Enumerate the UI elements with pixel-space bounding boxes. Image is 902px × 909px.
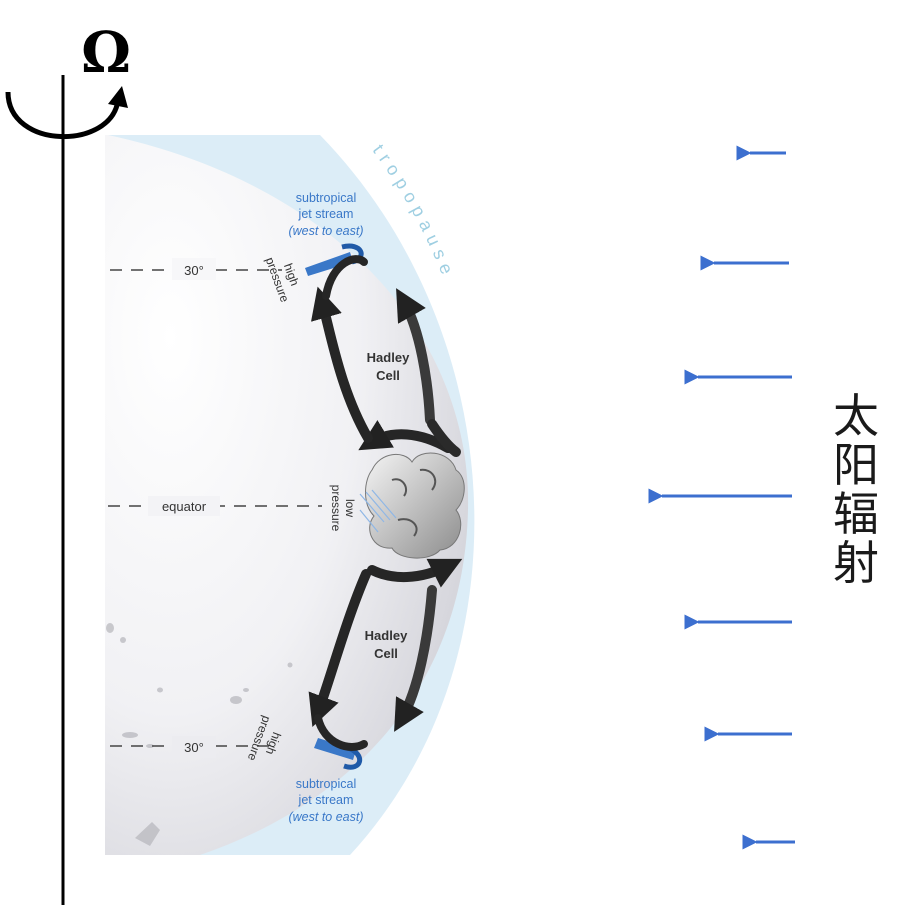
solar-char-3: 辐: [833, 487, 879, 541]
svg-text:pressure: pressure: [329, 485, 343, 532]
latitude-30s-label: 30°: [184, 740, 204, 755]
earth-globe: [105, 135, 469, 855]
jet-stream-north-label: subtropical jet stream (west to east): [288, 191, 363, 238]
equator-label: equator: [162, 499, 207, 514]
svg-text:jet stream: jet stream: [298, 793, 354, 807]
curved-rotation-arrow-icon: [5, 86, 128, 140]
high-pressure-north-label: high pressure: [263, 255, 302, 304]
svg-text:Hadley: Hadley: [367, 350, 410, 365]
svg-text:Cell: Cell: [376, 368, 400, 383]
hadley-cell-south-loop: [308, 558, 463, 751]
svg-text:(west to east): (west to east): [288, 224, 363, 238]
solar-char-2: 阳: [833, 438, 879, 492]
svg-text:subtropical: subtropical: [296, 191, 356, 205]
jet-stream-south-label: subtropical jet stream (west to east): [288, 777, 363, 824]
convection-cloud: [359, 452, 465, 559]
hadley-cell-south-label: Hadley Cell: [365, 628, 408, 661]
svg-text:Hadley: Hadley: [365, 628, 408, 643]
solar-radiation-arrows: [648, 145, 795, 850]
svg-text:low: low: [343, 499, 357, 517]
svg-text:jet stream: jet stream: [298, 207, 354, 221]
continent-shapes: [106, 623, 293, 846]
solar-char-1: 太: [833, 389, 879, 443]
rotation-symbol: Ω: [81, 20, 131, 86]
solar-char-4: 射: [833, 536, 879, 590]
svg-text:subtropical: subtropical: [296, 777, 356, 791]
latitude-30n-label: 30°: [184, 263, 204, 278]
hadley-cell-north-loop: [311, 255, 461, 457]
low-pressure-label: low pressure: [329, 485, 357, 532]
hadley-cell-north-label: Hadley Cell: [367, 350, 410, 383]
svg-text:Cell: Cell: [374, 646, 398, 661]
svg-text:(west to east): (west to east): [288, 810, 363, 824]
solar-radiation-label: 太 阳 辐 射: [826, 392, 886, 588]
